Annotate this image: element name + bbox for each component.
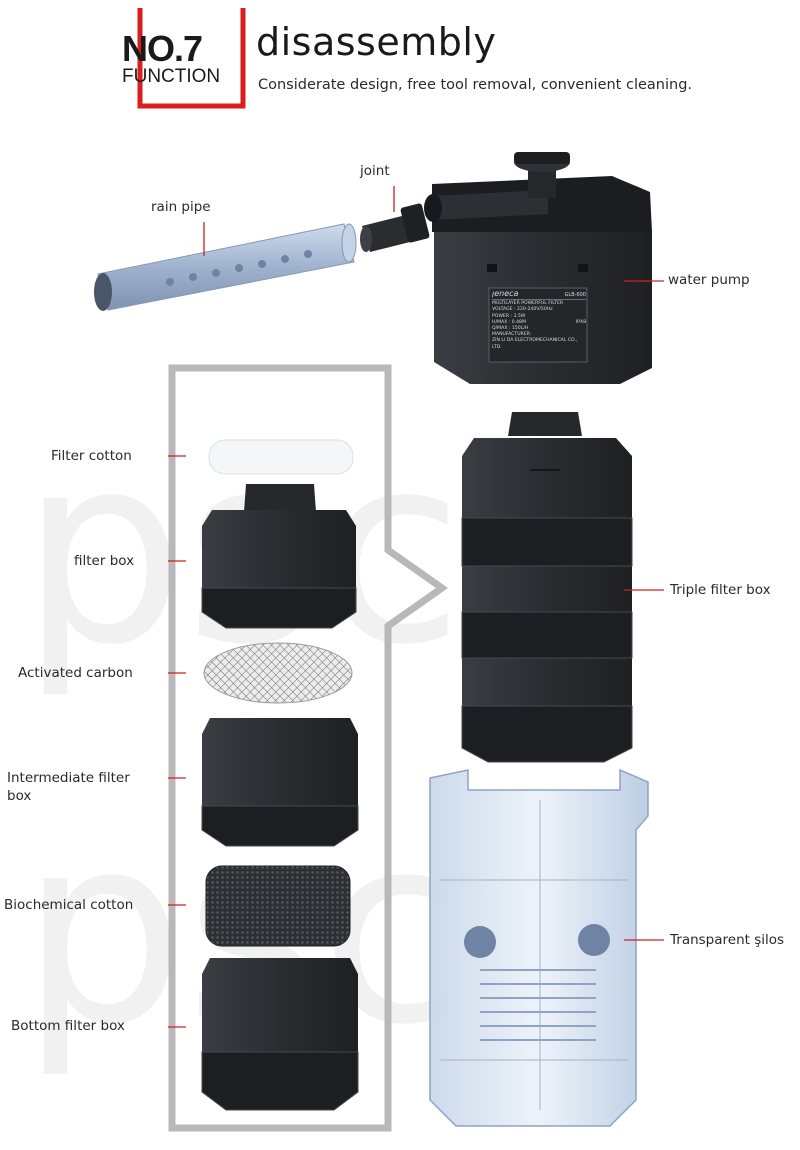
badge-number: NO.7	[122, 28, 203, 69]
label-transparent-silos: Transparent şilos	[670, 932, 785, 948]
intermediate-filter-box-shape	[201, 718, 359, 847]
label-triple-filter-box: Triple filter box	[670, 582, 771, 598]
label-bottom-filter-box: Bottom filter box	[11, 1018, 125, 1034]
label-intermediate-filter-box: Intermediate filter box	[7, 770, 130, 804]
label-activated-carbon: Activated carbon	[18, 665, 133, 681]
pump-line1: MULTILAYER POWERFUL FILTER	[492, 301, 564, 307]
label-joint: joint	[360, 163, 390, 179]
label-filter-box: filter box	[74, 553, 135, 569]
pump-line4: H/MAX : 0.48M	[492, 319, 526, 325]
biochemical-cotton-shape	[205, 865, 351, 947]
components-frame	[168, 364, 449, 1132]
pump-brand: jeneca	[492, 291, 519, 298]
badge-label: FUNCTION	[122, 66, 221, 87]
label-filter-cotton: Filter cotton	[51, 448, 132, 464]
pump-line5: Q/MAX : 150L/H	[492, 326, 529, 332]
pump-line6: MANUFACTURER:	[492, 332, 532, 338]
water-pump-shape	[424, 152, 652, 384]
filter-cotton-shape	[208, 439, 354, 475]
pump-line2: VOLTAGE : 220-240V/50Hz	[492, 307, 553, 313]
badge-frame	[137, 8, 246, 109]
pump-spec-label: jeneca GLB-600 MULTILAYER POWERFUL FILTE…	[492, 291, 586, 361]
page-title: disassembly	[256, 20, 497, 64]
transparent-silos-shape	[429, 768, 649, 1127]
leader-lines	[168, 186, 664, 1028]
label-rain-pipe: rain pipe	[151, 199, 211, 215]
pump-line3: POWER : 3.5W	[492, 313, 526, 319]
label-water-pump: water pump	[668, 272, 750, 288]
joint-shape	[360, 203, 430, 252]
filter-box-shape	[201, 484, 357, 629]
bottom-filter-box-shape	[201, 958, 359, 1111]
triple-filter-box-shape	[461, 412, 633, 763]
pump-line7: ZIN LI DA ELECTROMECHANICAL CO., LTD.	[492, 338, 578, 350]
activated-carbon-shape	[203, 642, 353, 704]
page-subtitle: Considerate design, free tool removal, c…	[258, 77, 693, 93]
pump-model: GLB-600	[564, 292, 586, 298]
label-biochemical-cotton: Biochemical cotton	[4, 897, 134, 913]
rain-pipe-shape	[94, 223, 357, 311]
pump-ipx: IPX8	[575, 319, 586, 325]
